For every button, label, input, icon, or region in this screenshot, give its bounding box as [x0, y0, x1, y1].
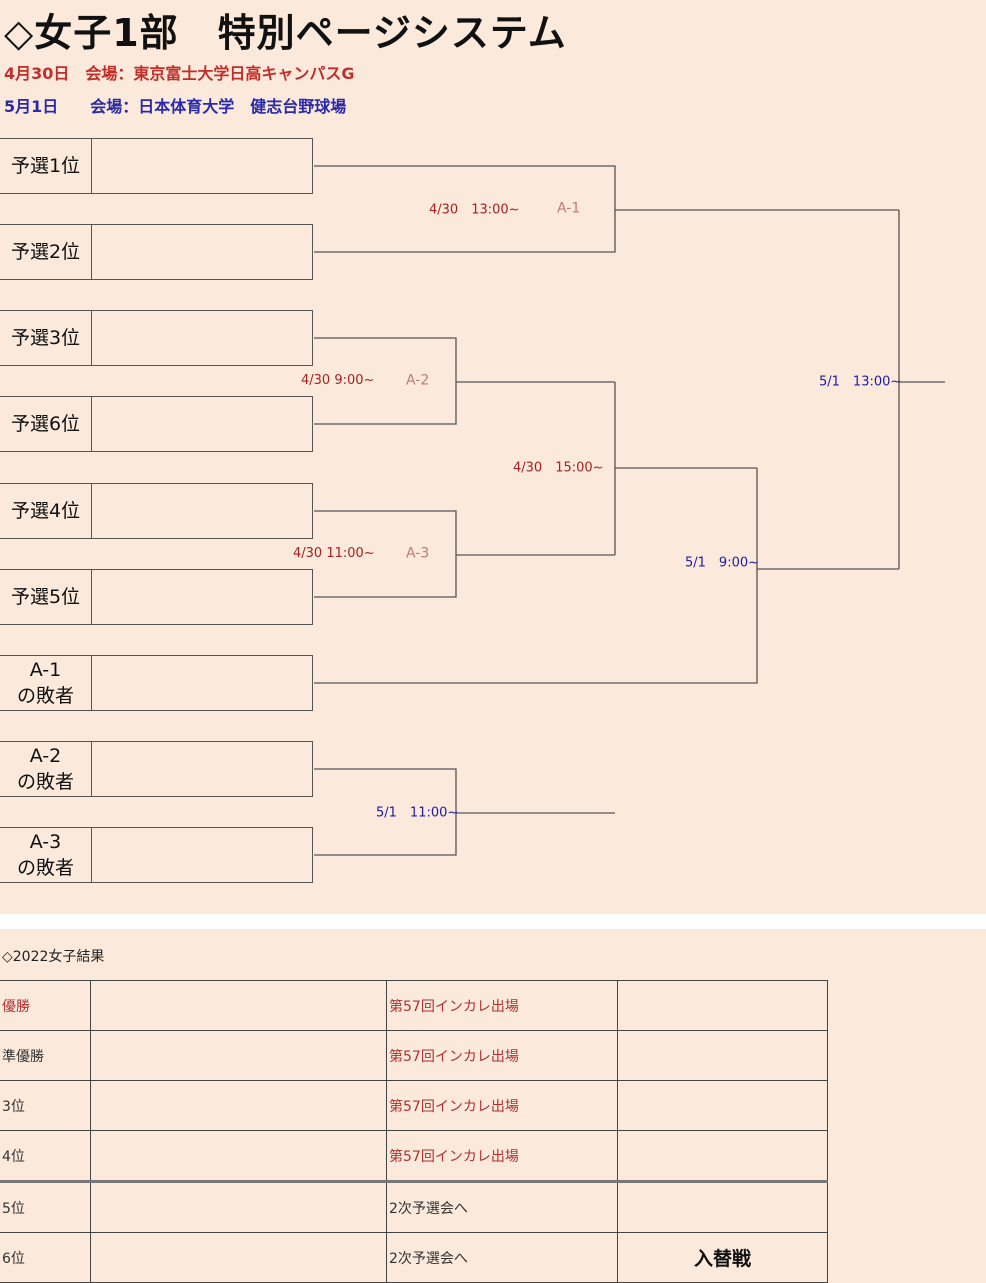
results-note: 第57回インカレ出場: [386, 1130, 618, 1182]
bracket-slot-label: 予選2位: [0, 225, 92, 279]
results-title: ◇2022女子結果: [2, 949, 105, 965]
section-divider: [0, 914, 986, 929]
bracket-slot: 予選1位: [0, 138, 313, 194]
results-rank: 3位: [0, 1080, 91, 1131]
results-row: 5位 2次予選会へ: [0, 1180, 828, 1233]
bracket-line-final: [898, 210, 945, 569]
bracket-slot-team: [92, 742, 312, 796]
bracket-slot-team: [92, 311, 312, 365]
bracket-slot: A-2 の敗者: [0, 741, 313, 797]
results-extra: [617, 1180, 828, 1233]
bracket-line-a2: [314, 337, 615, 425]
results-extra: 入替戦: [617, 1232, 828, 1283]
results-row: 4位 第57回インカレ出場: [0, 1130, 828, 1182]
results-rank: 6位: [0, 1232, 91, 1283]
venue-day1: 4月30日 会場：東京富士大学日高キャンパスG: [4, 64, 355, 83]
match-time-a3: 4/30 11:00~: [293, 546, 375, 561]
results-rank: 5位: [0, 1180, 91, 1233]
results-row: 優勝 第57回インカレ出場: [0, 980, 828, 1031]
match-id-a1: A-1: [557, 200, 581, 217]
bracket-slot-team: [92, 139, 312, 193]
results-team: [90, 1080, 387, 1131]
venue-day2: 5月1日 会場：日本体育大学 健志台野球場: [4, 97, 347, 116]
results-extra: [617, 1130, 828, 1182]
bracket-line-loser-a1: [314, 468, 899, 684]
bracket-line-a1: [314, 165, 899, 253]
results-rank: 準優勝: [0, 1030, 91, 1081]
results-note: 2次予選会へ: [386, 1232, 618, 1283]
results-team: [90, 980, 387, 1031]
bracket-slot-team: [92, 225, 312, 279]
results-extra: [617, 1080, 828, 1131]
bracket-slot: A-3 の敗者: [0, 827, 313, 883]
bracket-slot: 予選3位: [0, 310, 313, 366]
match-time-final: 5/1 13:00~: [819, 374, 902, 390]
results-rank: 4位: [0, 1130, 91, 1182]
bracket-slot-label: 予選4位: [0, 484, 92, 538]
bracket-slot: 予選4位: [0, 483, 313, 539]
results-team: [90, 1130, 387, 1182]
bracket-slot-label: A-3 の敗者: [0, 828, 92, 882]
bracket-slot-team: [92, 828, 312, 882]
results-note: 第57回インカレ出場: [386, 1030, 618, 1081]
results-note: 第57回インカレ出場: [386, 1080, 618, 1131]
bracket-line-a3: [314, 510, 615, 598]
match-time-a2: 4/30 9:00~: [301, 373, 375, 388]
bracket-line-semi: [614, 382, 757, 555]
bracket-slot-team: [92, 397, 312, 451]
results-extra: [617, 1030, 828, 1081]
match-time-a1: 4/30 13:00~: [429, 202, 520, 218]
results-extra: [617, 980, 828, 1031]
match-id-a2: A-2: [406, 372, 430, 389]
results-note: 第57回インカレ出場: [386, 980, 618, 1031]
results-note: 2次予選会へ: [386, 1180, 618, 1233]
bracket-slot-label: 予選3位: [0, 311, 92, 365]
bracket-slot: 予選2位: [0, 224, 313, 280]
results-rank: 優勝: [0, 980, 91, 1031]
results-team: [90, 1030, 387, 1081]
bracket-lines: [314, 165, 945, 856]
results-row: 6位 2次予選会へ入替戦: [0, 1232, 828, 1283]
bracket-line-loser-playoff: [314, 768, 615, 856]
match-time-loser: 5/1 9:00~: [685, 555, 760, 571]
match-id-a3: A-3: [406, 545, 430, 562]
match-time-semi: 4/30 15:00~: [513, 460, 604, 476]
page-title: ◇女子1部 特別ページシステム: [4, 11, 567, 55]
results-team: [90, 1180, 387, 1233]
match-time-playoff: 5/1 11:00~: [376, 805, 459, 821]
bracket-slot-label: A-2 の敗者: [0, 742, 92, 796]
bracket-slot-label: 予選6位: [0, 397, 92, 451]
bracket-slot: 予選5位: [0, 569, 313, 625]
bracket-slot-label: 予選5位: [0, 570, 92, 624]
bracket-slot-team: [92, 484, 312, 538]
bracket-slot-team: [92, 570, 312, 624]
bracket-slot: 予選6位: [0, 396, 313, 452]
results-team: [90, 1232, 387, 1283]
bracket-slot-team: [92, 656, 312, 710]
results-row: 準優勝 第57回インカレ出場: [0, 1030, 828, 1081]
results-row: 3位 第57回インカレ出場: [0, 1080, 828, 1131]
bracket-slot-label: A-1 の敗者: [0, 656, 92, 710]
bracket-slot: A-1 の敗者: [0, 655, 313, 711]
bracket-slot-label: 予選1位: [0, 139, 92, 193]
